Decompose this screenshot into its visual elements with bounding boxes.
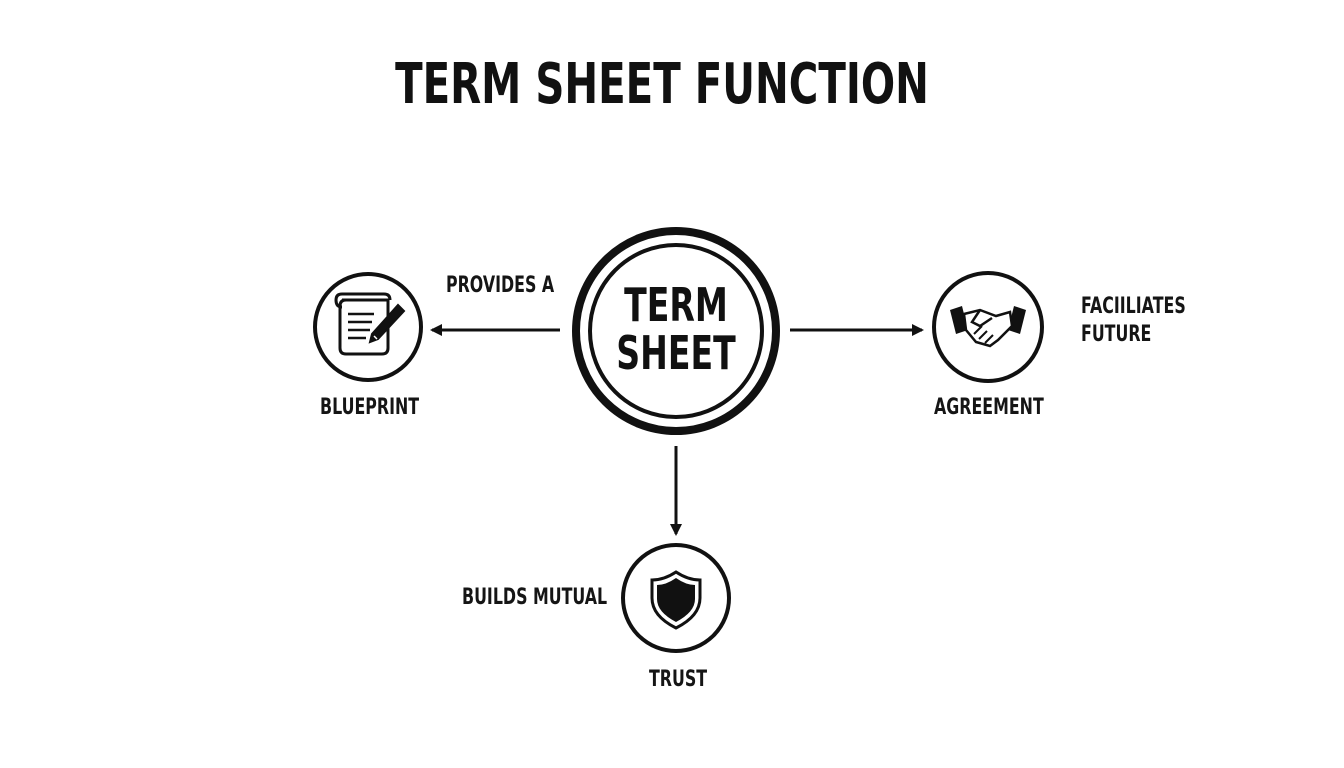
- document-pen-icon: [334, 292, 406, 356]
- center-node-label: TERM SHEET: [604, 281, 748, 377]
- handshake-icon: [950, 306, 1026, 348]
- center-outer-ring: [572, 227, 780, 435]
- center-inner-ring: [588, 243, 764, 419]
- diagram-title: TERM SHEET FUNCTION: [395, 52, 929, 117]
- shield-icon: [650, 570, 702, 630]
- trust-node: [621, 543, 731, 653]
- trust-connector-text: BUILDS MUTUAL: [462, 585, 608, 610]
- blueprint-node: [313, 272, 423, 382]
- agreement-connector-line1: FACIILIATES: [1081, 294, 1186, 319]
- agreement-label: AGREEMENT: [934, 395, 1044, 420]
- agreement-connector-line2: FUTURE: [1081, 322, 1152, 347]
- blueprint-label: BLUEPRINT: [320, 395, 420, 420]
- agreement-connector-text: FACIILIATES FUTURE: [1081, 293, 1186, 349]
- center-label-line1: TERM: [624, 278, 728, 332]
- blueprint-connector-text: PROVIDES A: [446, 273, 555, 298]
- agreement-node: [932, 271, 1044, 383]
- center-node: [572, 227, 780, 435]
- trust-label: TRUST: [649, 667, 708, 692]
- center-label-line2: SHEET: [616, 326, 736, 380]
